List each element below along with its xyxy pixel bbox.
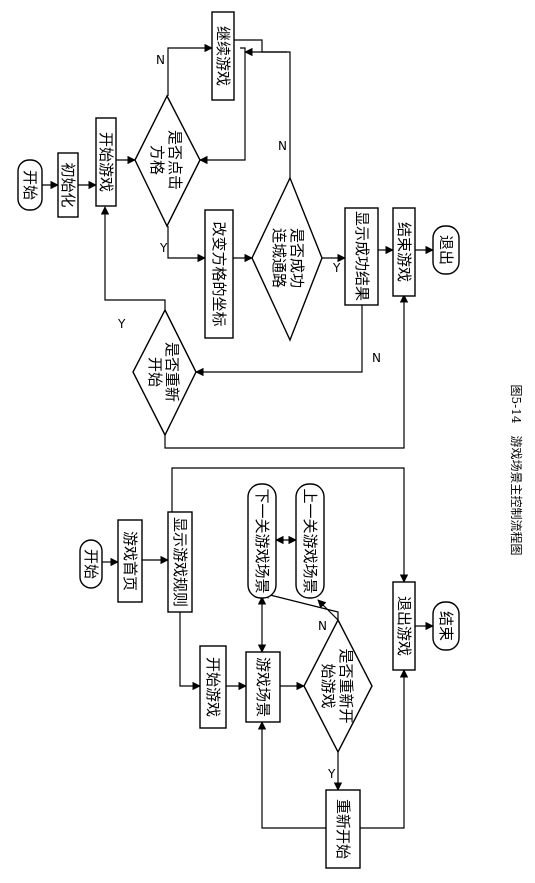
- clicked-grid-text-2: 方格: [148, 145, 166, 175]
- top-restart-text-1: 是否重新: [163, 342, 181, 402]
- next-scene-terminal: 下一关游戏场景: [247, 483, 277, 599]
- init-text: 初始化: [59, 162, 77, 207]
- prev-scene-terminal: 上一关游戏场景: [295, 483, 325, 599]
- exit-terminal: 退出: [432, 225, 460, 275]
- top-restart-decision: 是否重新 开始: [132, 308, 197, 437]
- top-flowchart: N Y N Y Y N 开始 初始化 开始游戏 是否点击 方格 继续游戏: [17, 11, 460, 449]
- connected-path-decision: 是否成功 连城通路: [251, 176, 323, 342]
- connected-text-1: 是否成功: [288, 228, 306, 288]
- game-scene-text: 游戏场景: [254, 657, 272, 717]
- yn-label: N: [372, 351, 381, 365]
- yn-label: Y: [159, 241, 168, 255]
- change-coord-text: 改变方格的坐标: [210, 221, 228, 326]
- top-start-terminal: 开始: [17, 159, 43, 211]
- game-rules-text: 显示游戏规则: [171, 517, 189, 607]
- top-begin-game-text: 开始游戏: [97, 132, 115, 192]
- bottom-flowchart: N Y 开始 游戏首页 显示游戏规则 开始游戏 游戏场景 下一关: [79, 467, 460, 869]
- restart-box: 重新开始: [325, 789, 361, 869]
- quit-game-box: 退出游戏: [392, 581, 416, 671]
- bottom-restart-text-2: 始游戏: [319, 663, 337, 708]
- quit-game-text: 退出游戏: [395, 596, 413, 656]
- end-game-box: 结束游戏: [392, 207, 416, 297]
- show-success-text: 显示成功结果: [353, 211, 371, 301]
- clicked-grid-decision: 是否点击 方格: [134, 94, 201, 228]
- connected-text-2: 连城通路: [270, 228, 288, 288]
- continue-game-text: 继续游戏: [214, 26, 232, 86]
- prev-scene-text: 上一关游戏场景: [301, 488, 319, 593]
- bottom-restart-decision: 是否重新开 始游戏: [303, 618, 373, 754]
- game-rules-box: 显示游戏规则: [167, 511, 193, 613]
- game-home-text: 游戏首页: [121, 531, 139, 591]
- yn-label: N: [278, 139, 287, 153]
- top-restart-text-2: 开始: [146, 357, 164, 387]
- bottom-begin-game-box: 开始游戏: [199, 645, 227, 729]
- restart-text: 重新开始: [334, 799, 352, 859]
- top-begin-game-box: 开始游戏: [95, 117, 117, 207]
- yn-label: N: [156, 53, 165, 67]
- bottom-end-terminal: 结束: [432, 601, 460, 651]
- bottom-start-terminal: 开始: [79, 539, 103, 589]
- end-game-text: 结束游戏: [395, 222, 413, 282]
- exit-text: 退出: [437, 235, 455, 265]
- game-scene-box: 游戏场景: [245, 651, 281, 723]
- bottom-start-text: 开始: [82, 549, 100, 579]
- yn-label: Y: [327, 767, 336, 781]
- change-coord-box: 改变方格的坐标: [204, 209, 234, 339]
- init-box: 初始化: [57, 152, 79, 218]
- yn-label: N: [318, 619, 327, 633]
- show-success-box: 显示成功结果: [344, 207, 379, 306]
- continue-game-box: 继续游戏: [211, 11, 235, 101]
- bottom-begin-game-text: 开始游戏: [204, 657, 222, 717]
- yn-label: Y: [332, 261, 341, 275]
- yn-label: Y: [117, 317, 126, 331]
- top-connectors: [30, 39, 434, 449]
- game-home-box: 游戏首页: [117, 519, 143, 603]
- bottom-end-text: 结束: [437, 611, 455, 641]
- figure-caption: 图5-14 游戏场景主控制流程图: [509, 385, 524, 556]
- next-scene-text: 下一关游戏场景: [253, 488, 271, 593]
- top-start-text: 开始: [21, 170, 39, 200]
- clicked-grid-text-1: 是否点击: [166, 130, 184, 190]
- bottom-restart-text-1: 是否重新开: [337, 648, 355, 723]
